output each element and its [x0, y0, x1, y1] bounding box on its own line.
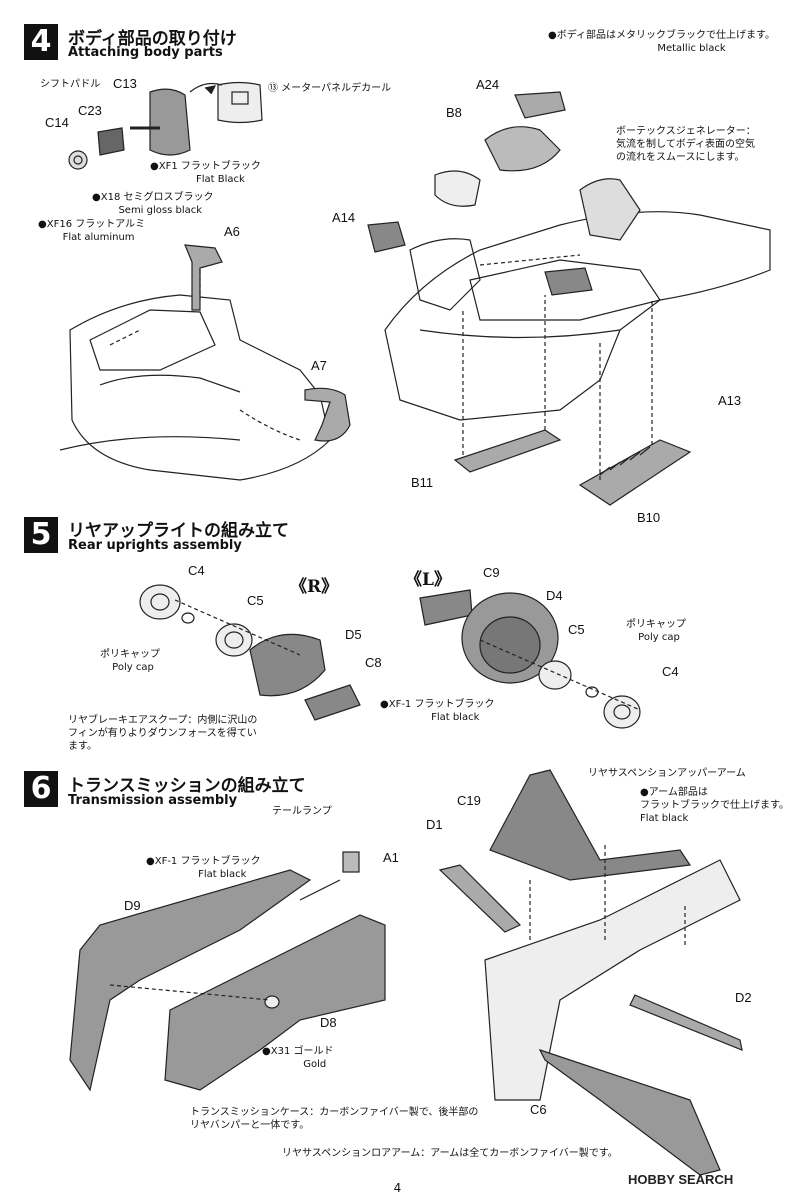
paint-x18-en: Semi gloss black — [118, 205, 203, 216]
part-c5-r: C5 — [247, 593, 264, 608]
step-6-title-jp: トランスミッションの組み立て — [68, 776, 306, 796]
part-c8: C8 — [365, 655, 382, 670]
poly-cap-jp-l: ポリキャップ — [626, 619, 686, 630]
part-c14: C14 — [45, 115, 69, 130]
step-4-top-note-en: Metallic black — [657, 43, 726, 54]
part-b10: B10 — [637, 510, 661, 525]
paint-xf1-jp: ●XF1 フラットブラック — [150, 161, 261, 172]
scoop-note-line-1: リヤブレーキエアスクープ：内側に沢山の — [68, 715, 258, 726]
vortex-note-line-3: の流れをスムースにします。 — [616, 152, 745, 163]
side-r-label: 《R》 — [290, 577, 339, 597]
step-4-paint-x18: ●X18 セミグロスブラック Semi gloss black — [92, 191, 213, 217]
step-5-paint-en: Flat black — [431, 712, 480, 723]
part-c9: C9 — [483, 565, 500, 580]
tail-lamp-label: テールランプ — [272, 806, 332, 817]
hobby-search-watermark: HOBBY SEARCH — [628, 1172, 734, 1187]
scoop-note-line-3: ます。 — [68, 741, 97, 752]
part-a6: A6 — [224, 224, 240, 239]
paint-xf16-jp: ●XF16 フラットアルミ — [38, 219, 146, 230]
step-4-number: 4 — [24, 24, 58, 60]
step-4-vortex-note: ボーテックスジェネレーター： 気流を制してボディ表面の空気 の流れをスムースにし… — [616, 125, 756, 164]
step-5-title-jp: リヤアップライトの組み立て — [68, 521, 289, 541]
step-4-top-paint-note: ●ボディ部品はメタリックブラックで仕上げます。 Metallic black — [548, 29, 775, 55]
step-4-decal-note: ⑬ メーターパネルデカール — [268, 83, 392, 94]
step-4-title-en: Attaching body parts — [68, 45, 223, 60]
part-c5-l: C5 — [568, 622, 585, 637]
transmission-note: トランスミッションケース：カーボンファイバー製で、後半部の リヤバンパーと一体で… — [190, 1106, 478, 1132]
step-6-paint-black-jp: ●XF-1 フラットブラック — [146, 856, 261, 867]
upper-arm-note-jp1: ●アーム部品は — [640, 787, 708, 798]
transmission-note-line-2: リヤバンパーと一体です。 — [190, 1120, 310, 1131]
paint-xf16-en: Flat aluminum — [62, 232, 135, 243]
part-a13: A13 — [718, 393, 742, 408]
part-a1: A1 — [383, 850, 399, 865]
step-4-title-jp: ボディ部品の取り付け — [68, 29, 237, 49]
upper-arm-note-en: Flat black — [640, 813, 689, 824]
step-6-number: 6 — [24, 771, 58, 807]
step-5-title-en: Rear uprights assembly — [68, 538, 242, 553]
part-d1: D1 — [426, 817, 443, 832]
vortex-note-line-2: 気流を制してボディ表面の空気 — [616, 139, 755, 150]
step-6-paint-gold-jp: ●X31 ゴールド — [262, 1046, 334, 1057]
poly-cap-note-l: ポリキャップ Poly cap — [626, 618, 686, 644]
step-6-paint-gold: ●X31 ゴールド Gold — [262, 1045, 333, 1071]
poly-cap-en-r: Poly cap — [112, 662, 154, 673]
step-6-paint-black: ●XF-1 フラットブラック Flat black — [146, 855, 260, 881]
part-a14: A14 — [332, 210, 356, 225]
upper-arm-note: ●アーム部品は フラットブラックで仕上げます。 Flat black — [640, 786, 789, 825]
step-4-paint-xf1: ●XF1 フラットブラック Flat Black — [150, 160, 261, 186]
step-4-paint-xf16: ●XF16 フラットアルミ Flat aluminum — [38, 218, 145, 244]
part-c13: C13 — [113, 76, 137, 91]
part-c23: C23 — [78, 103, 102, 118]
lower-arm-note: リヤサスペンションロアアーム：アームは全てカーボンファイバー製です。 — [282, 1148, 618, 1159]
part-c4-r: C4 — [188, 563, 205, 578]
side-l-label: 《L》 — [405, 570, 451, 590]
paint-x18-jp: ●X18 セミグロスブラック — [92, 192, 214, 203]
vortex-note-line-1: ボーテックスジェネレーター： — [616, 126, 756, 137]
part-a24: A24 — [476, 77, 500, 92]
step-4-shift-paddle-label: シフトパドル — [40, 79, 101, 90]
part-a7: A7 — [311, 358, 327, 373]
step-5-paint-note: ●XF-1 フラットブラック Flat black — [380, 698, 494, 724]
upper-arm-title: リヤサスペンションアッパーアーム — [588, 768, 746, 779]
step-5-paint-jp: ●XF-1 フラットブラック — [380, 699, 495, 710]
transmission-note-line-1: トランスミッションケース：カーボンファイバー製で、後半部の — [190, 1107, 479, 1118]
poly-cap-note-r: ポリキャップ Poly cap — [100, 648, 160, 674]
page-number: 4 — [393, 1181, 402, 1195]
part-c19: C19 — [457, 793, 481, 808]
step-6-title-en: Transmission assembly — [68, 793, 238, 808]
poly-cap-en-l: Poly cap — [638, 632, 680, 643]
poly-cap-jp-r: ポリキャップ — [100, 649, 160, 660]
part-d4: D4 — [546, 588, 563, 603]
part-d2: D2 — [735, 990, 752, 1005]
part-c6: C6 — [530, 1102, 547, 1117]
step-4-top-note-jp: ●ボディ部品はメタリックブラックで仕上げます。 — [548, 30, 776, 41]
part-d8: D8 — [320, 1015, 337, 1030]
paint-xf1-en: Flat Black — [196, 174, 245, 185]
upper-arm-note-jp2: フラットブラックで仕上げます。 — [640, 800, 789, 811]
step-6-paint-black-en: Flat black — [198, 869, 247, 880]
part-c4-l: C4 — [662, 664, 679, 679]
step-5-number: 5 — [24, 517, 58, 553]
part-d9: D9 — [124, 898, 141, 913]
scoop-note-line-2: フィンが有りよりダウンフォースを得てい — [68, 728, 257, 739]
part-b11: B11 — [411, 475, 434, 490]
step-6-paint-gold-en: Gold — [303, 1059, 327, 1070]
part-d5: D5 — [345, 627, 362, 642]
step-5-scoop-note: リヤブレーキエアスクープ：内側に沢山の フィンが有りよりダウンフォースを得てい … — [68, 714, 257, 753]
part-b8: B8 — [446, 105, 462, 120]
